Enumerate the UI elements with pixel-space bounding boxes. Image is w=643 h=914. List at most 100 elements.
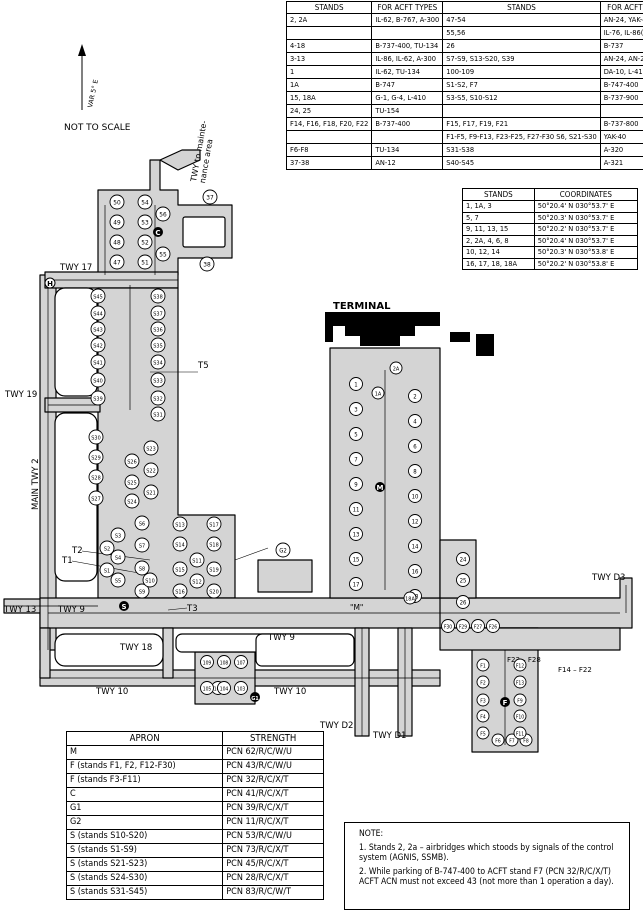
stand-13: 13 bbox=[349, 527, 363, 541]
stand-50: 50 bbox=[109, 194, 125, 210]
stand-label: S30 bbox=[91, 435, 100, 441]
stands-table-cell bbox=[285, 130, 373, 144]
stand-circle bbox=[172, 583, 188, 599]
apron-markers: C S M F G1 H bbox=[44, 227, 510, 707]
stand-circle bbox=[109, 194, 125, 210]
stands-table-cell: 47-54 bbox=[442, 13, 601, 27]
apron-table-cell: PCN 32/R/C/X/T bbox=[222, 773, 324, 788]
stand-53: 53 bbox=[137, 214, 153, 230]
stand-circle bbox=[206, 536, 222, 552]
apron-table-cell: M bbox=[65, 745, 224, 760]
stand-label: 1 bbox=[354, 381, 357, 388]
apron-table-cell: PCN 39/R/C/X/T bbox=[222, 801, 324, 816]
stand-label: S7 bbox=[139, 543, 145, 549]
stand-label: S20 bbox=[209, 589, 218, 595]
stands-table-cell: S40-S45 bbox=[442, 156, 601, 170]
stand-S43: S43 bbox=[90, 321, 106, 337]
apron-table-header-1: STRENGTH bbox=[222, 731, 324, 746]
stand-label: 104 bbox=[220, 686, 229, 692]
coordinates-table-cell: 1, 1A, 3 bbox=[462, 200, 535, 213]
stand-circle bbox=[110, 572, 126, 588]
apron-table-row: S (stands S10-S20)PCN 53/R/C/W/U bbox=[65, 829, 324, 844]
stands-table-cell: A-320 bbox=[599, 143, 643, 157]
coordinates-table-cell: 50°20.4' N 030°53.7' E bbox=[533, 200, 639, 213]
stand-circle bbox=[88, 449, 104, 465]
stand-label: F8 bbox=[523, 738, 529, 744]
stand-2A: 2A bbox=[389, 361, 403, 375]
stand-S29: S29 bbox=[88, 449, 104, 465]
apron-table-row: F (stands F1, F2, F12-F30)PCN 43/R/C/W/U bbox=[65, 759, 324, 774]
stand-F4: F4 bbox=[476, 709, 490, 723]
stand-circle bbox=[371, 386, 385, 400]
stands-table-header-3: FOR ACFT TYPES bbox=[599, 1, 643, 14]
taxiway-link-a bbox=[162, 627, 174, 679]
stand-label: 3 bbox=[354, 406, 357, 413]
apron-g2 bbox=[257, 559, 313, 593]
stand-label: 5 bbox=[354, 431, 357, 438]
stand-circle bbox=[349, 552, 363, 566]
stand-circle bbox=[150, 305, 166, 321]
stand-S36: S36 bbox=[150, 321, 166, 337]
stand-circle bbox=[88, 490, 104, 506]
stand-circle bbox=[150, 406, 166, 422]
taxiway-maintenance bbox=[159, 149, 201, 171]
stands-table-cell bbox=[371, 26, 444, 40]
stand-label: S41 bbox=[93, 360, 102, 366]
stand-circle bbox=[408, 414, 422, 428]
label-main-twy-2: MAIN TWY 2 bbox=[31, 458, 41, 510]
stand-label: 14 bbox=[412, 543, 419, 550]
stand-circle bbox=[349, 527, 363, 541]
stand-label: 24 bbox=[460, 556, 467, 563]
stand-circle bbox=[456, 619, 470, 633]
stand-label: 50 bbox=[113, 198, 121, 206]
stand-circle bbox=[172, 561, 188, 577]
stand-F2: F2 bbox=[476, 675, 490, 689]
stand-label: S38 bbox=[153, 294, 162, 300]
stand-F13: F13 bbox=[513, 675, 527, 689]
terminal-label: TERMINAL bbox=[333, 301, 391, 312]
apron-table-cell: S (stands S21-S23) bbox=[65, 857, 224, 872]
stand-S12: S12 bbox=[189, 573, 205, 589]
stands-table-cell bbox=[371, 130, 444, 144]
stand-circle bbox=[513, 693, 527, 707]
stand-circle bbox=[150, 288, 166, 304]
stand-label: 52 bbox=[141, 238, 149, 246]
stand-S28: S28 bbox=[88, 469, 104, 485]
stand-label: 47 bbox=[113, 258, 121, 266]
stand-S26: S26 bbox=[124, 453, 140, 469]
stand-circle bbox=[90, 337, 106, 353]
stand-S16: S16 bbox=[172, 583, 188, 599]
stands-table-cell: AN-12 bbox=[371, 156, 444, 170]
stand-S3: S3 bbox=[110, 527, 126, 543]
stand-label: 13 bbox=[353, 531, 360, 538]
stand-circle bbox=[143, 484, 159, 500]
stand-circle bbox=[189, 552, 205, 568]
stand-circle bbox=[408, 489, 422, 503]
stand-circle bbox=[513, 709, 527, 723]
label-t2: T2 bbox=[71, 546, 83, 556]
stand-circle bbox=[99, 562, 115, 578]
apron-table-cell: PCN 11/R/C/X/T bbox=[222, 815, 324, 830]
stand-9: 9 bbox=[349, 477, 363, 491]
stand-circle bbox=[403, 591, 417, 605]
label-t5: T5 bbox=[197, 361, 209, 371]
stand-circle bbox=[349, 577, 363, 591]
stands-table-cell: IL-86, IL-62, A-300 bbox=[371, 52, 444, 66]
stand-label: S44 bbox=[93, 311, 102, 317]
stands-table-header-2: STANDS bbox=[442, 1, 601, 14]
stand-label: 18A bbox=[405, 596, 415, 602]
stands-table-cell: AN-24, YAK-40 bbox=[599, 13, 643, 27]
stand-26: 26 bbox=[456, 595, 470, 609]
stands-table-cell: YAK-40 bbox=[599, 130, 643, 144]
stand-S23: S23 bbox=[143, 440, 159, 456]
stand-label: F4 bbox=[480, 714, 486, 720]
stand-label: S11 bbox=[192, 558, 201, 564]
stand-circle bbox=[476, 693, 490, 707]
label-twy-18: TWY 18 bbox=[119, 643, 152, 653]
stand-circle bbox=[124, 493, 140, 509]
stands-table-cell: A-321 bbox=[599, 156, 643, 170]
stand-51: 51 bbox=[137, 254, 153, 270]
stand-label: S35 bbox=[153, 343, 162, 349]
stand-label: S12 bbox=[192, 579, 201, 585]
